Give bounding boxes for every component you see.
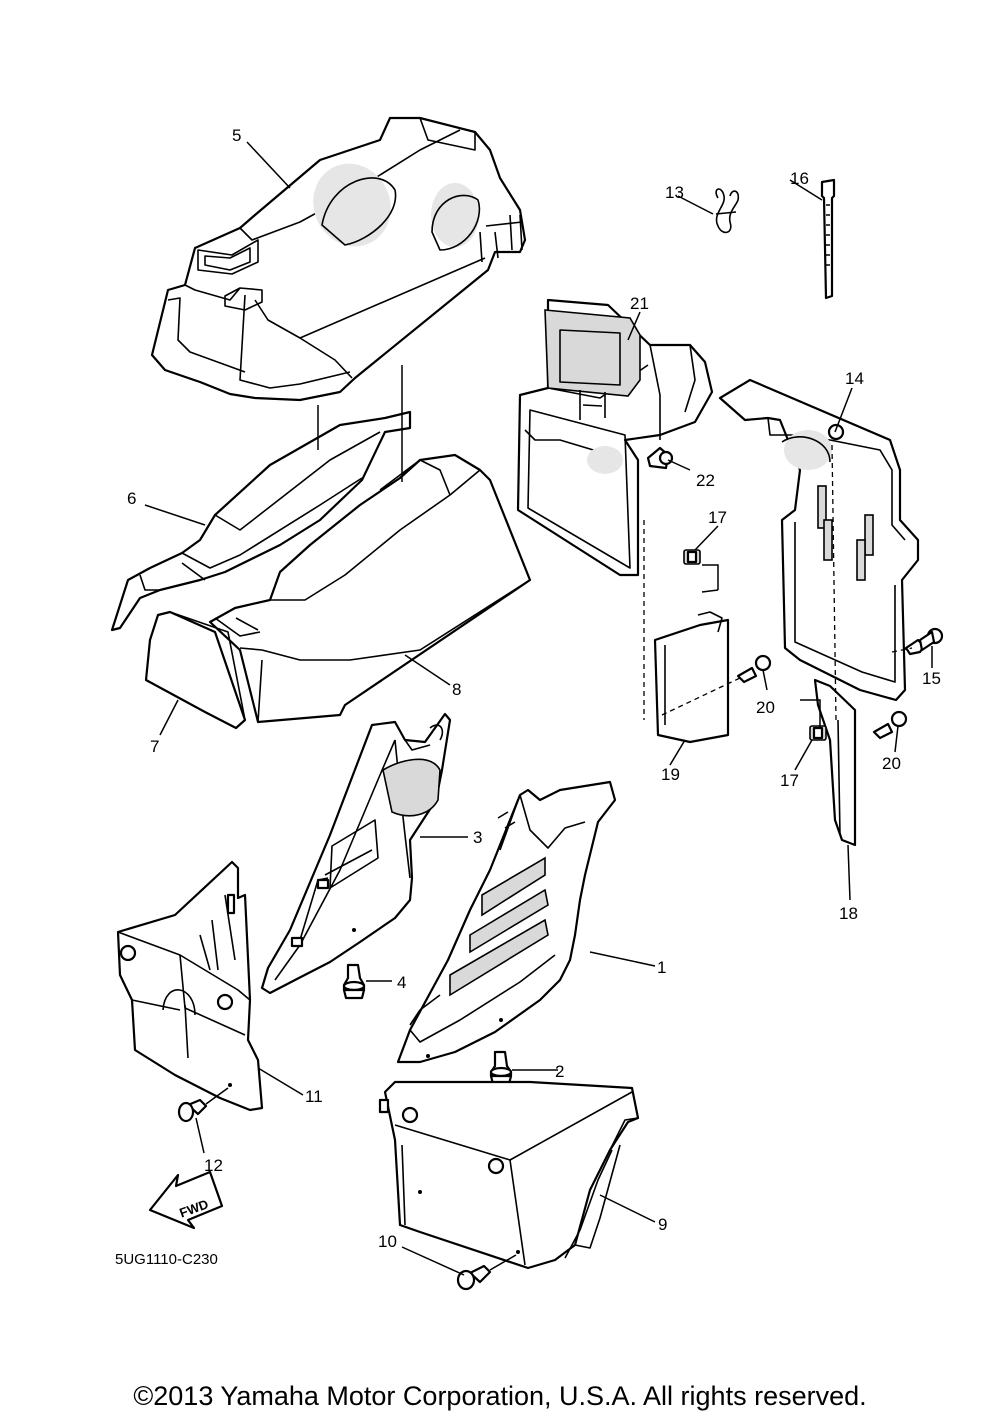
callout-15: 15 xyxy=(922,669,941,688)
part-14-side-panel xyxy=(718,378,920,702)
part-9-lower-cover xyxy=(378,1080,640,1270)
part-11-front-bracket xyxy=(116,860,264,1112)
part-3-side-bracket xyxy=(260,712,452,995)
callout-8: 8 xyxy=(452,680,461,699)
copyright-notice: ©2013 Yamaha Motor Corporation, U.S.A. A… xyxy=(133,1381,866,1411)
part-21-bracket xyxy=(516,298,714,577)
callout-4: 4 xyxy=(397,973,406,992)
part-20-screw-lower xyxy=(872,710,908,740)
callout-7: 7 xyxy=(150,737,159,756)
part-10-clip xyxy=(456,1254,517,1291)
callout-5: 5 xyxy=(232,126,241,145)
callout-13: 13 xyxy=(665,183,684,202)
assembly-guide xyxy=(702,564,821,728)
callout-20-upper: 20 xyxy=(756,698,775,717)
part-12-clip xyxy=(177,1083,232,1123)
callout-12: 12 xyxy=(204,1156,223,1175)
part-15-screw xyxy=(904,627,944,656)
part-17-grommet-lower xyxy=(809,725,827,741)
part-16-cable-tie xyxy=(820,178,836,300)
part-13-clip xyxy=(715,188,740,234)
part-20-screw-upper xyxy=(736,654,772,684)
part-5-upper-cover xyxy=(150,116,527,402)
callout-6: 6 xyxy=(127,489,136,508)
part-8-lower-tray xyxy=(208,453,532,724)
callout-leaders xyxy=(144,141,933,1276)
callout-1: 1 xyxy=(657,958,666,977)
part-4-clip xyxy=(342,928,366,1000)
callout-11: 11 xyxy=(305,1087,323,1106)
assembly-dash-line xyxy=(831,444,837,721)
part-6-inner-panel xyxy=(110,410,412,632)
part-17-grommet-upper xyxy=(683,549,701,565)
callout-14: 14 xyxy=(845,369,864,388)
part-19-plate xyxy=(653,589,730,744)
callout-17-lower: 17 xyxy=(780,771,799,790)
callout-9: 9 xyxy=(658,1215,667,1234)
diagram-code: 5UG1110-C230 xyxy=(115,1251,218,1268)
callout-2: 2 xyxy=(555,1062,564,1081)
part-18-strip xyxy=(813,678,857,847)
callout-22: 22 xyxy=(696,471,715,490)
callout-numbers: 5 6 7 8 3 4 1 2 11 12 9 10 13 16 21 14 2… xyxy=(127,126,941,1251)
callout-20-lower: 20 xyxy=(882,754,901,773)
assembly-dash-line xyxy=(891,647,913,653)
callout-18: 18 xyxy=(839,904,858,923)
callout-10: 10 xyxy=(378,1232,397,1251)
fwd-arrow-icon: FWD xyxy=(148,1170,224,1230)
callout-16: 16 xyxy=(790,169,809,188)
part-2-clip xyxy=(489,1018,513,1086)
callout-17-upper: 17 xyxy=(708,508,727,527)
part-7-front-panel xyxy=(144,610,247,730)
part-1-side-cover xyxy=(396,780,617,1064)
callout-19: 19 xyxy=(661,765,680,784)
callout-3: 3 xyxy=(473,828,482,847)
part-22-clip xyxy=(646,446,674,470)
callout-21: 21 xyxy=(630,294,649,313)
